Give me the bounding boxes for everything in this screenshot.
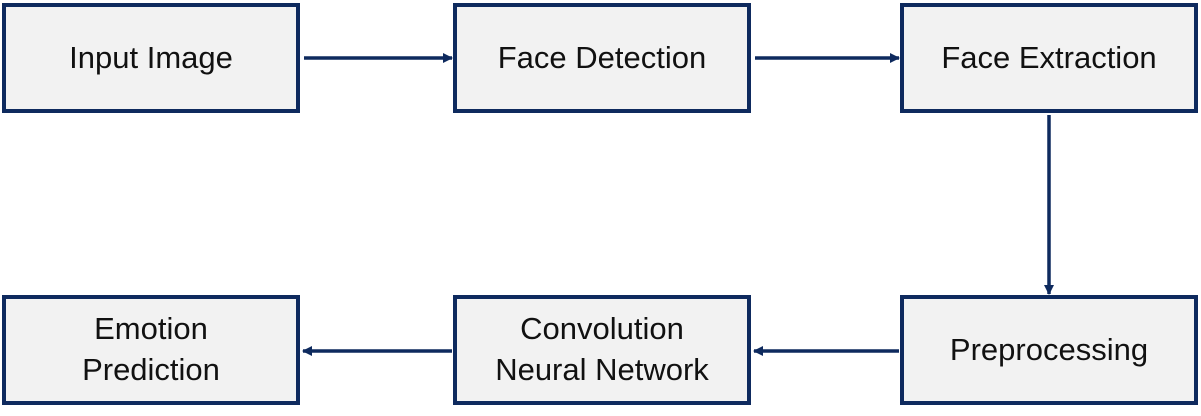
node-preprocessing-label: Preprocessing bbox=[949, 331, 1149, 367]
node-face-extraction-label: Face Extraction bbox=[941, 39, 1157, 75]
node-face-detection-label: Face Detection bbox=[497, 39, 707, 75]
node-face-extraction: Face Extraction bbox=[900, 3, 1198, 113]
node-convolution-neural-network: Convolution Neural Network bbox=[453, 295, 751, 405]
node-input-image: Input Image bbox=[2, 3, 300, 113]
node-emotion-prediction-label: Emotion Prediction bbox=[82, 311, 220, 387]
node-cnn-label: Convolution Neural Network bbox=[495, 311, 709, 387]
node-input-image-label: Input Image bbox=[69, 39, 233, 75]
node-preprocessing: Preprocessing bbox=[900, 295, 1198, 405]
node-face-detection: Face Detection bbox=[453, 3, 751, 113]
node-emotion-prediction: Emotion Prediction bbox=[2, 295, 300, 405]
